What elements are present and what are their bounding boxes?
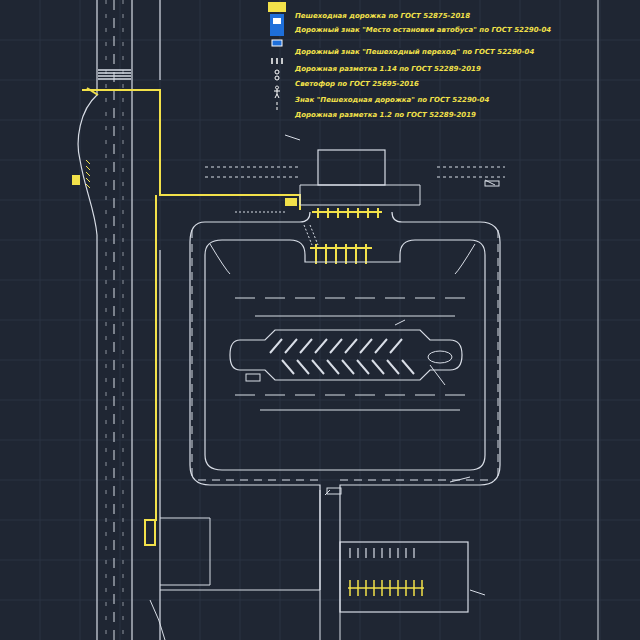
legend-text: Дорожная разметка 1.14 по ГОСТ 52289-201… [294, 65, 482, 73]
legend-row: Дорожный знак "Пешеходный переход" по ГО… [294, 40, 535, 58]
legend-row: Пешеходная дорожка по ГОСТ 52875-2018 [294, 4, 471, 22]
legend-text: Знак "Пешеходная дорожка" по ГОСТ 52290-… [294, 96, 490, 104]
legend-swatch [268, 2, 286, 12]
legend-row: Дорожная разметка 1.14 по ГОСТ 52289-201… [294, 57, 482, 75]
legend-row: Светофор по ГОСТ 25695-2016 [294, 72, 420, 90]
legend-row: Знак "Пешеходная дорожка" по ГОСТ 52290-… [294, 88, 490, 106]
legend-text: Пешеходная дорожка по ГОСТ 52875-2018 [294, 12, 471, 20]
legend-text: Светофор по ГОСТ 25695-2016 [294, 80, 420, 88]
legend-text: Дорожный знак "Пешеходный переход" по ГО… [294, 48, 535, 56]
legend-text: Дорожная разметка 1.2 по ГОСТ 52289-2019 [294, 111, 477, 119]
legend-text: Дорожный знак "Место остановки автобуса"… [294, 26, 552, 34]
legend-row: Дорожный знак "Место остановки автобуса"… [294, 18, 552, 36]
legend-row: Дорожная разметка 1.2 по ГОСТ 52289-2019 [294, 103, 477, 121]
